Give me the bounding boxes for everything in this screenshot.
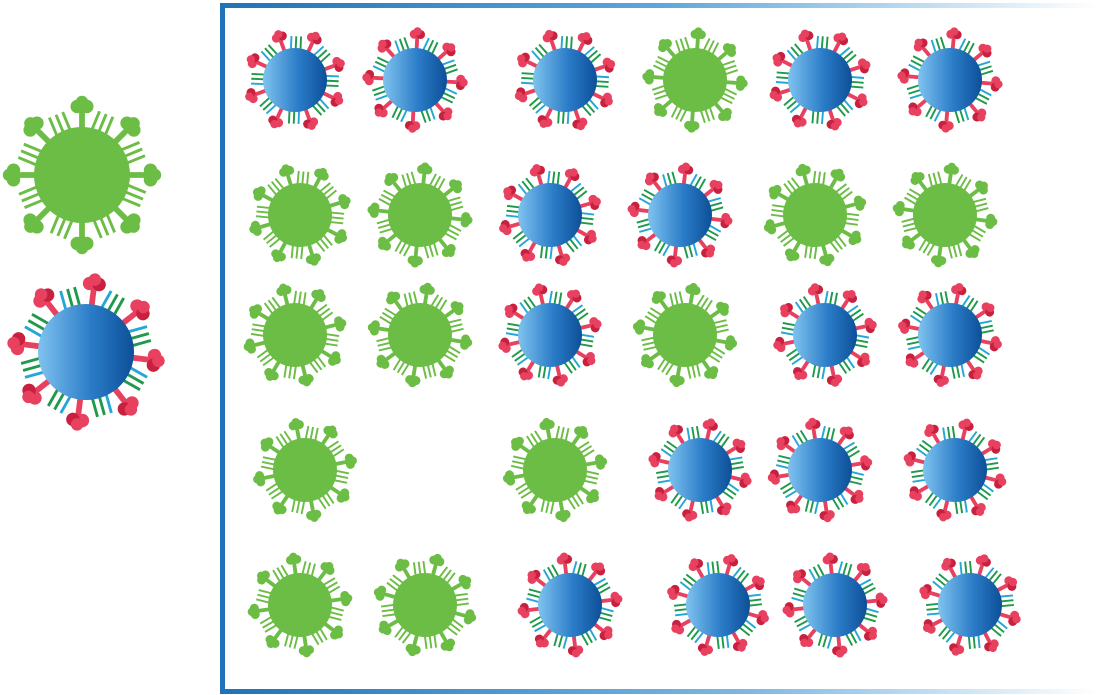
green-particle (885, 155, 1004, 274)
blue-particle (621, 156, 739, 274)
green-particle (750, 150, 879, 279)
particle-core (260, 175, 340, 255)
legend-green-particle (3, 96, 161, 254)
green-particle (243, 408, 367, 532)
particle-core (923, 438, 987, 502)
blue-particle (777, 547, 893, 663)
blue-particle (904, 539, 1036, 671)
green-particle (494, 409, 616, 531)
receptor-spike (70, 96, 93, 132)
particle-core (648, 183, 712, 247)
green-particle (639, 24, 752, 137)
particle-core (788, 438, 852, 502)
green-particle (624, 274, 746, 396)
green-particle (234, 149, 366, 281)
blue-particle (360, 25, 471, 136)
antigen-spike (443, 74, 468, 91)
particle-core (38, 304, 134, 400)
legend-column (0, 96, 174, 440)
blue-particle (891, 406, 1019, 534)
particle-core (267, 432, 342, 507)
blue-particle (227, 12, 362, 147)
particle-core (661, 46, 729, 114)
particle-core (938, 573, 1002, 637)
blue-particle (760, 410, 881, 531)
particle-core (668, 438, 732, 502)
particle-core (909, 179, 981, 251)
particle-core (803, 573, 867, 637)
blue-particle (893, 23, 1007, 137)
particle-core (383, 48, 447, 112)
antigen-spike (405, 108, 422, 133)
antigen-spike (409, 27, 426, 52)
particle-core (918, 48, 982, 112)
particle-core (385, 180, 455, 250)
blue-particle (637, 407, 764, 534)
blue-particle (487, 272, 614, 399)
particle-core (518, 303, 582, 367)
frame-top-border (220, 3, 1097, 8)
green-particle (360, 275, 481, 396)
particle-core (383, 298, 456, 371)
particle-core (34, 127, 130, 223)
particle-core (263, 48, 327, 112)
particle-core (538, 573, 602, 637)
green-particle (231, 271, 359, 399)
particle-core (788, 48, 852, 112)
particle-core (918, 303, 982, 367)
receptor-spike (70, 218, 93, 254)
particle-core (518, 183, 582, 247)
receptor-spike (125, 163, 161, 186)
green-particle (362, 157, 478, 273)
blue-particle (888, 273, 1012, 397)
frame-bottom-border (220, 689, 1097, 694)
particle-core (648, 298, 722, 372)
frame-left-border (220, 3, 225, 693)
green-particle (240, 545, 359, 664)
antigen-spike (362, 70, 387, 87)
legend-blue-particle (0, 264, 174, 441)
particle-core (518, 433, 592, 507)
particle-core (264, 569, 336, 641)
blue-particle (498, 13, 632, 147)
particle-core (793, 303, 857, 367)
blue-particle (511, 546, 629, 664)
blue-particle (485, 150, 616, 281)
particle-core (533, 48, 597, 112)
particle-core (686, 573, 750, 637)
particle-grid (227, 12, 1036, 671)
green-particle (360, 540, 489, 669)
blue-particle (653, 540, 784, 671)
blue-particle (762, 272, 887, 397)
blue-particle (753, 13, 886, 146)
receptor-spike (3, 163, 39, 186)
